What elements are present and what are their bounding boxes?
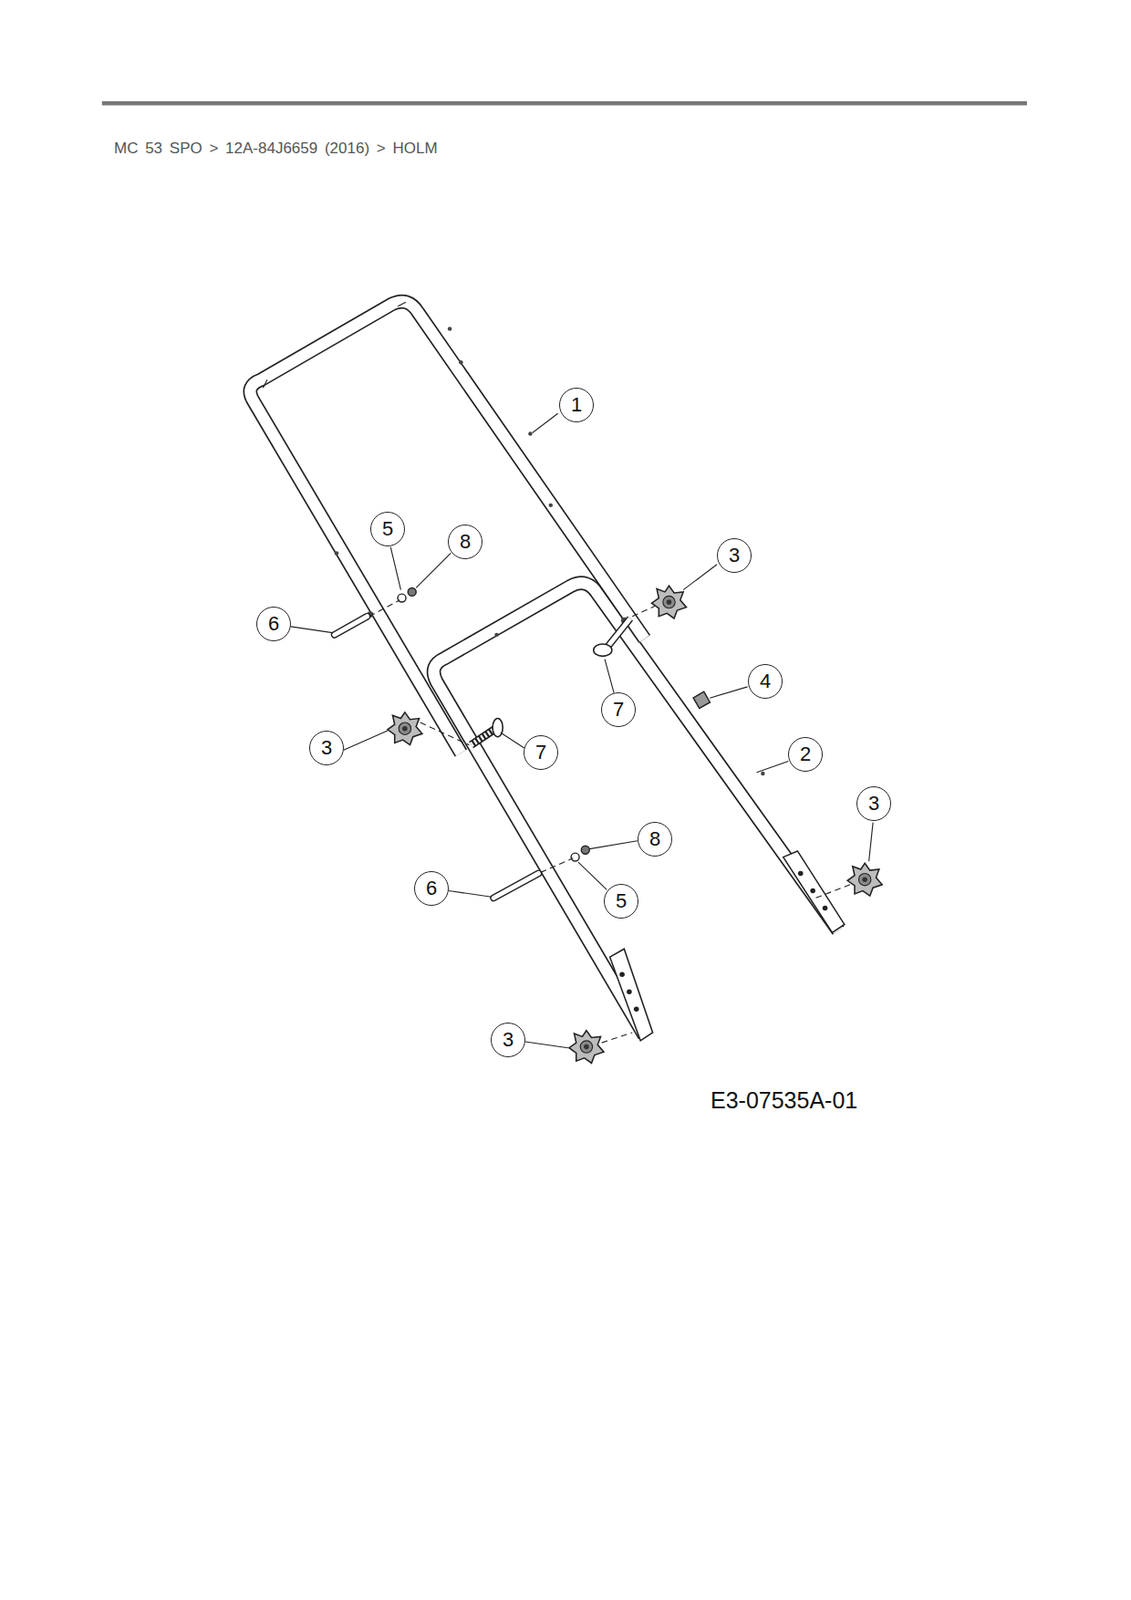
callout-number: 6	[414, 871, 449, 906]
callout-number: 4	[747, 664, 783, 699]
callout-number: 8	[637, 821, 673, 857]
callout-number: 2	[788, 736, 823, 772]
figure-code: E3-07535A-01	[710, 1087, 858, 1114]
callout-number: 6	[256, 606, 291, 642]
callout-number: 5	[603, 883, 639, 919]
callout-number: 7	[601, 692, 636, 727]
callout-number: 7	[523, 735, 559, 770]
callout-number: 3	[309, 730, 344, 766]
callout-number: 5	[370, 511, 405, 547]
callout-number: 3	[856, 786, 892, 821]
callout-number: 3	[490, 1022, 526, 1058]
page-title: MC 53 SPO > 12A-84J6659 (2016) > HOLM	[114, 139, 438, 158]
callout-number: 3	[716, 538, 752, 573]
callout-number: 1	[559, 387, 594, 423]
callout-number: 8	[447, 524, 483, 560]
